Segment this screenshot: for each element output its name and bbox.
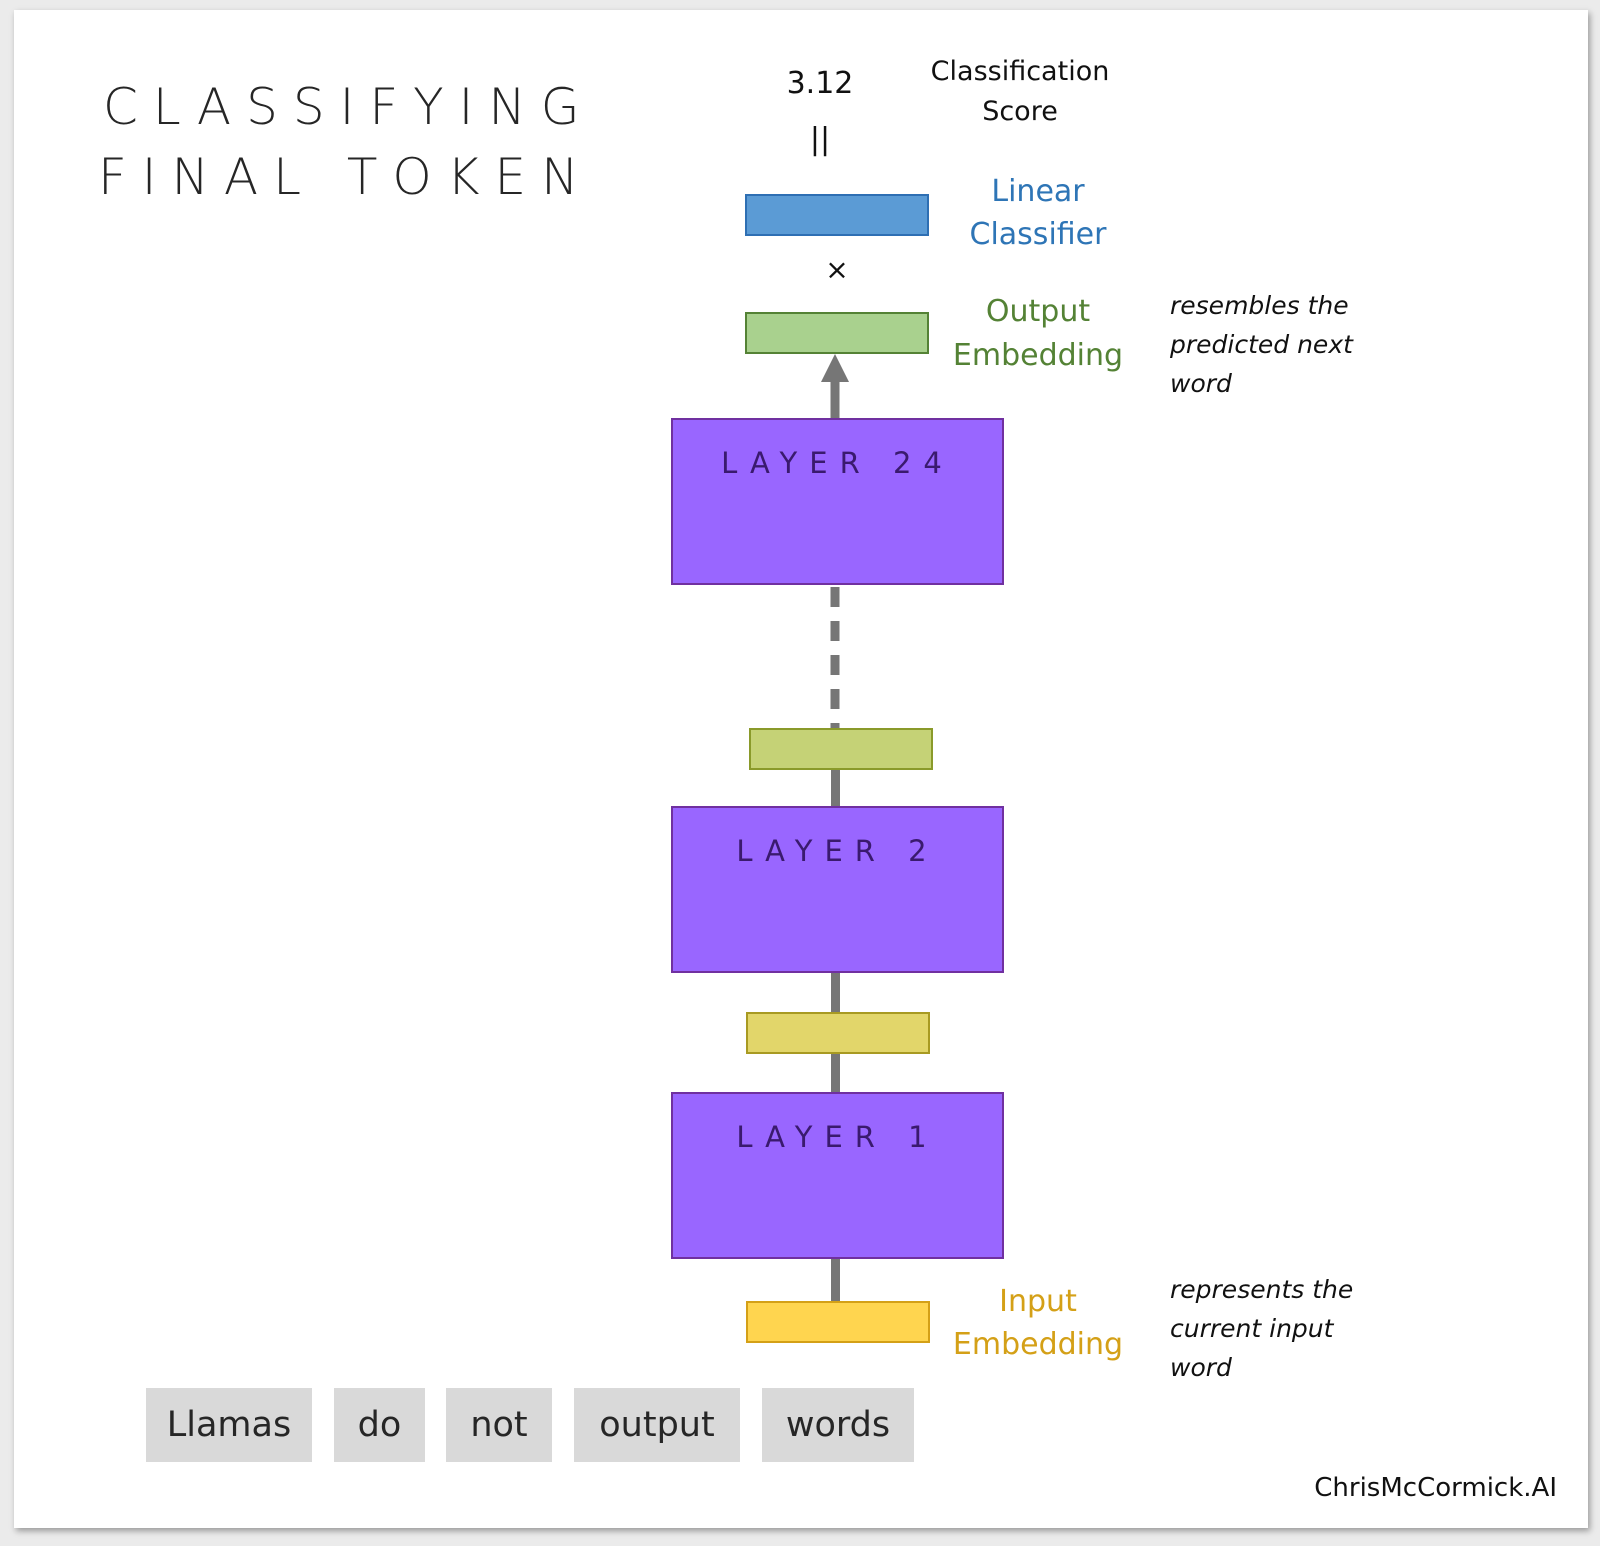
dashed-connector xyxy=(830,587,840,730)
token-words: words xyxy=(762,1388,914,1462)
equals-symbol: || xyxy=(809,122,831,157)
input-embedding-bar xyxy=(746,1301,930,1343)
token-not: not xyxy=(446,1388,552,1462)
layer-1-block: LAYER 1 xyxy=(671,1092,1004,1259)
connector-line xyxy=(831,770,840,808)
hidden-embedding-lower xyxy=(746,1012,930,1054)
layer-2-title: LAYER 2 xyxy=(736,834,939,868)
multiply-operator: × xyxy=(825,253,849,286)
output-embedding-label-line-1: Output xyxy=(985,294,1091,329)
linear-classifier-bar xyxy=(745,194,929,236)
output-embedding-label-line-2: Embedding xyxy=(952,338,1124,373)
up-arrow-icon xyxy=(821,354,849,422)
input-embedding-label-line-2: Embedding xyxy=(952,1327,1124,1362)
output-note-line-2: predicted next xyxy=(1170,330,1353,359)
connector-line xyxy=(831,1054,840,1094)
output-embedding-bar xyxy=(745,312,929,354)
output-note-line-3: word xyxy=(1170,369,1232,398)
connector-line xyxy=(831,1259,840,1303)
input-note-line-1: represents the xyxy=(1170,1275,1354,1304)
score-value: 3.12 xyxy=(786,66,854,101)
layer-24-block: LAYER 24 xyxy=(671,418,1004,585)
hidden-embedding-upper xyxy=(749,728,933,770)
input-note-line-3: word xyxy=(1170,1353,1232,1382)
token-llamas: Llamas xyxy=(146,1388,312,1462)
token-do: do xyxy=(334,1388,425,1462)
title-line-1: CLASSIFYING xyxy=(103,78,595,136)
input-note-line-2: current input xyxy=(1170,1314,1334,1343)
score-label-line-1: Classification xyxy=(930,56,1110,87)
title-line-2: FINAL TOKEN xyxy=(98,148,594,206)
credit-text: ChrisMcCormick.AI xyxy=(1314,1473,1557,1503)
layer-2-block: LAYER 2 xyxy=(671,806,1004,973)
input-embedding-label-line-1: Input xyxy=(999,1284,1077,1319)
connector-line xyxy=(831,973,840,1013)
score-label-line-2: Score xyxy=(982,96,1058,127)
output-note-line-1: resembles the xyxy=(1170,291,1349,320)
classifier-label-line-2: Classifier xyxy=(969,217,1107,252)
classifier-label-line-1: Linear xyxy=(991,174,1085,209)
layer-1-title: LAYER 1 xyxy=(736,1120,939,1154)
layer-24-title: LAYER 24 xyxy=(721,446,954,480)
token-output: output xyxy=(574,1388,740,1462)
